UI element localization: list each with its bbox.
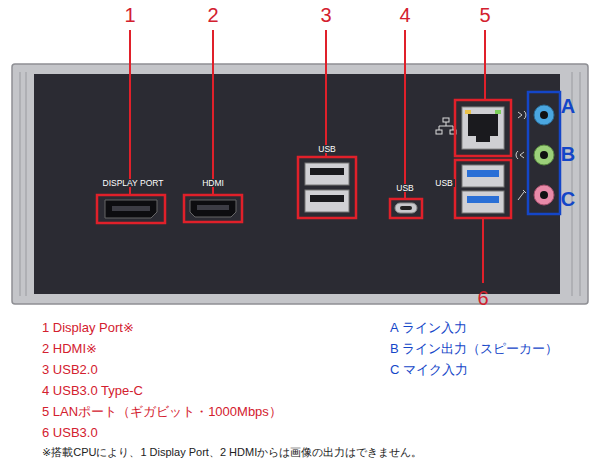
footnote: ※搭載CPUにより、1 Display Port、2 HDMIからは画像の出力は… — [42, 446, 422, 459]
port-slot — [310, 168, 344, 175]
led — [465, 110, 471, 114]
port-list-item: 1 Display Port※ — [42, 321, 134, 336]
usb3-connector — [462, 191, 504, 213]
port-label: DISPLAY PORT — [101, 179, 166, 188]
port-list-item: 6 USB3.0 — [42, 426, 98, 441]
leader-lines — [130, 30, 485, 283]
port-list-item: 5 LANポート（ギガビット・1000Mbps） — [42, 405, 282, 420]
port-slot — [467, 196, 499, 203]
usb3-connector — [462, 165, 504, 187]
callout-letter: C — [561, 188, 575, 211]
audio-list-item: C マイク入力 — [390, 363, 468, 378]
panel-face — [34, 74, 560, 294]
usb-c-connector — [395, 203, 417, 213]
audio-callout-box — [528, 92, 560, 214]
led — [495, 110, 501, 114]
port-list-item: 2 HDMI※ — [42, 342, 97, 357]
port-label: USB — [433, 179, 454, 188]
audio-jacks — [534, 105, 554, 205]
port-slot — [112, 206, 150, 211]
port-list-item: 4 USB3.0 Type-C — [42, 384, 143, 399]
port-list-item: 3 USB2.0 — [42, 363, 98, 378]
usb2-connector — [305, 163, 349, 185]
callout-letter: A — [561, 95, 575, 118]
callout-number: 4 — [399, 4, 410, 27]
callout-number: 5 — [479, 4, 490, 27]
audio-icons — [516, 111, 526, 200]
callout-number: 1 — [124, 4, 135, 27]
usb2-connector — [305, 190, 349, 212]
port-slot — [310, 195, 344, 202]
io-shield — [12, 64, 588, 304]
port-slot — [400, 206, 412, 210]
displayport-connector — [105, 200, 157, 218]
callout-letter: B — [561, 143, 575, 166]
audio-list-item: B ライン出力（スピーカー） — [390, 342, 558, 357]
port-label: USB — [394, 184, 415, 193]
port-label: USB — [316, 145, 337, 154]
callout-number: 2 — [207, 4, 218, 27]
port-slot — [197, 205, 229, 210]
lan-icon — [436, 118, 456, 134]
callout-number: 3 — [320, 4, 331, 27]
shield-grooves — [20, 72, 580, 296]
hdmi-connector — [190, 200, 236, 217]
port-label: HDMI — [200, 179, 226, 188]
port-slot — [468, 114, 498, 142]
callout-boxes — [97, 100, 511, 223]
audio-list-item: A ライン入力 — [390, 321, 467, 336]
callout-number: 6 — [477, 287, 488, 310]
port-slot — [467, 170, 499, 177]
lan-connector — [462, 107, 504, 149]
